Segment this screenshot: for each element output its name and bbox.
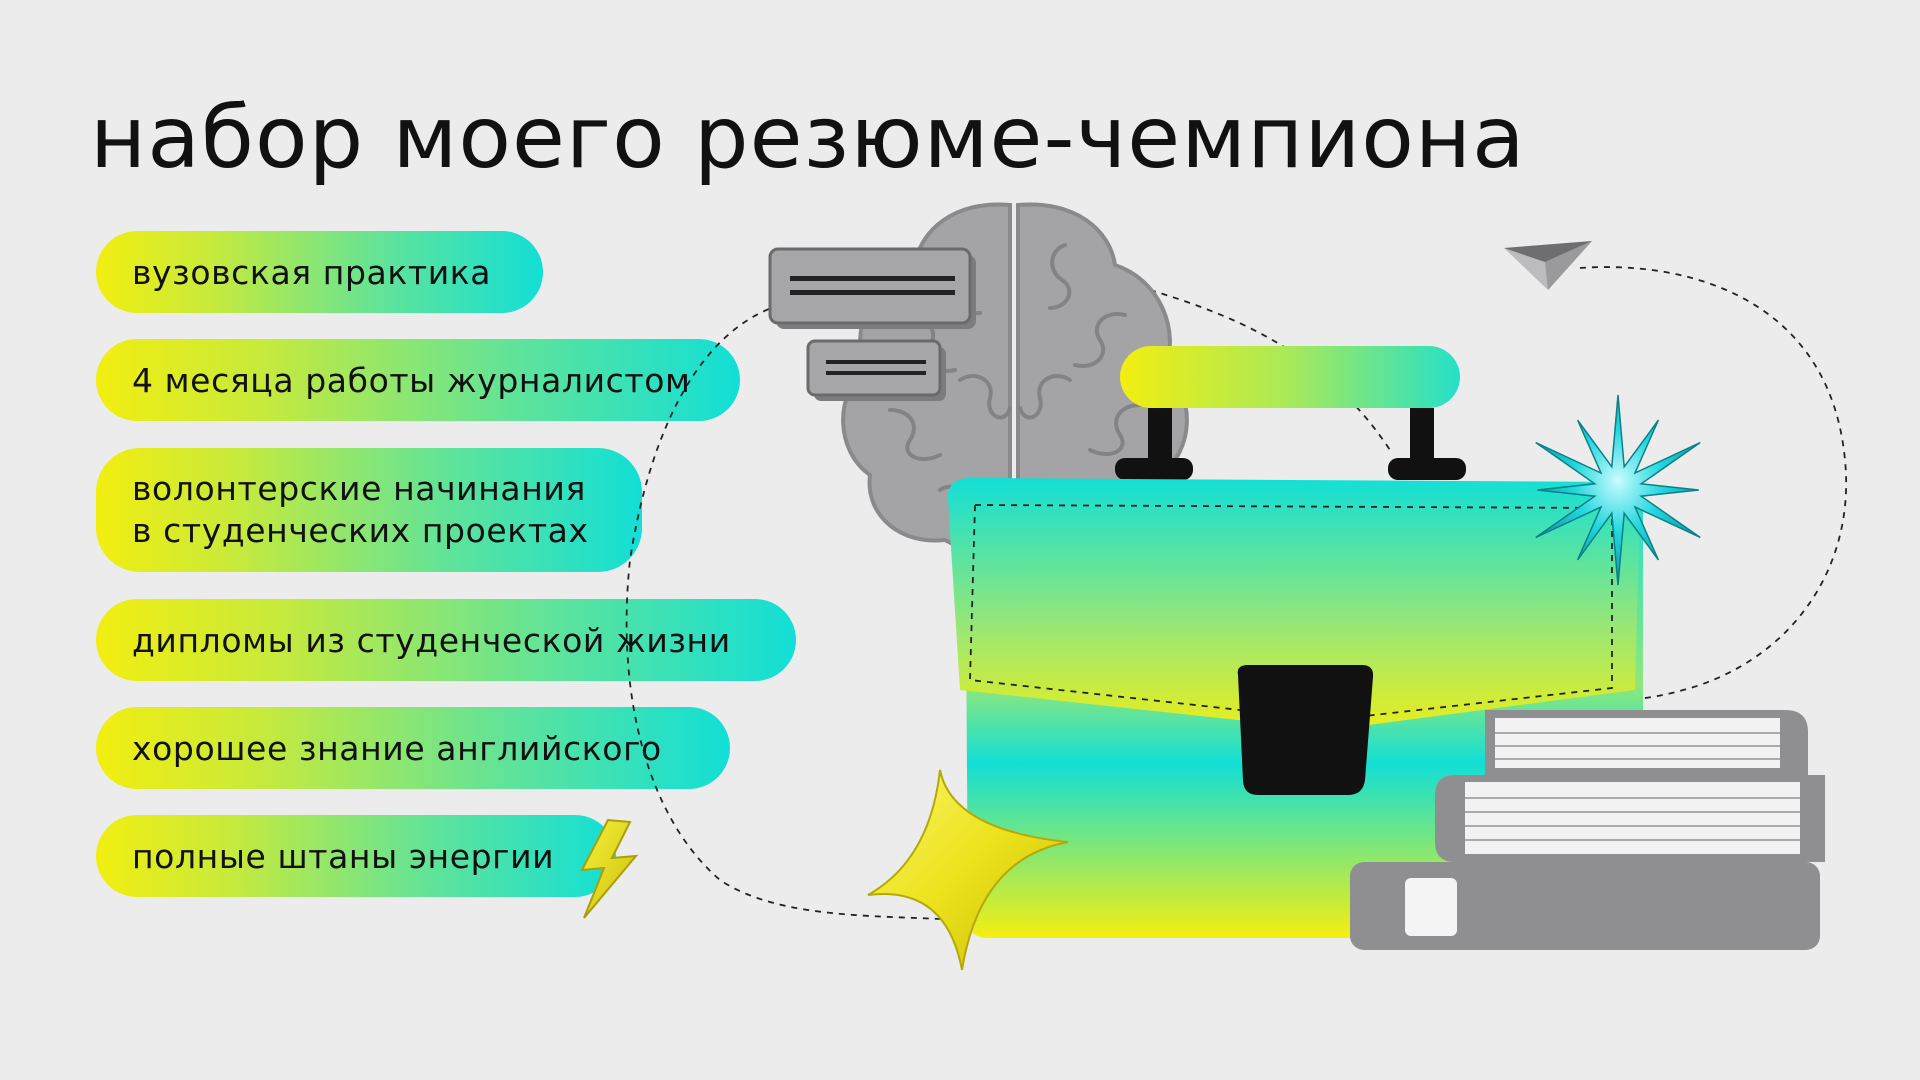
list-item-label-line1: волонтерские начинания [132,469,586,508]
list-item-practice: вузовская практика [96,231,543,313]
list-item-label: полные штаны энергии [132,836,555,876]
page-title: набор моего резюме-чемпиона [90,88,1526,188]
list-item-label: хорошее знание английского [132,728,662,768]
list-item-journalist: 4 месяца работы журналистом [96,339,740,421]
list-item-label-line2: в студенческих проектах [132,511,589,550]
list-item-label: 4 месяца работы журналистом [132,360,691,400]
paper-plane-icon [1504,241,1592,290]
speech-bubble-icon [768,247,976,401]
list-item-english: хорошее знание английского [96,707,730,789]
list-item-volunteer: волонтерские начинания в студенческих пр… [96,448,642,572]
list-item-label: вузовская практика [132,252,492,292]
list-item-label: дипломы из студенческой жизни [132,620,731,660]
lightning-icon [580,818,639,919]
spiky-star-icon [1535,394,1701,586]
star-icon [867,769,1069,971]
books-icon [1350,710,1825,950]
list-item-energy: полные штаны энергии [96,815,616,897]
list-item-diplomas: дипломы из студенческой жизни [96,599,796,681]
